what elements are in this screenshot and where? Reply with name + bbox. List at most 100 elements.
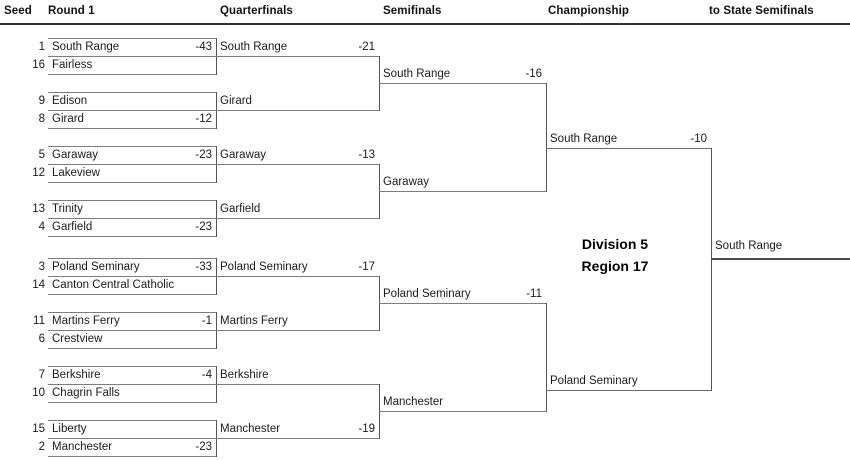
r1-team: Garaway (52, 149, 99, 161)
r1-team: Berkshire (52, 369, 101, 381)
r1-team: Garfield (52, 221, 93, 233)
r1-line-mid-4 (48, 218, 216, 219)
r1-line-mid-2 (48, 110, 216, 111)
column-header-state: to State Semifinals (709, 5, 814, 17)
r1-line-mid-6 (48, 330, 216, 331)
qf-line-2 (216, 110, 379, 111)
qf-team: Berkshire (220, 369, 269, 381)
r1-score: -23 (195, 149, 212, 161)
r1-team: Crestview (52, 333, 103, 345)
qf-line-3 (216, 164, 379, 165)
r1-seed: 10 (32, 387, 45, 399)
r1-score: -23 (195, 441, 212, 453)
r1-line-mid-7 (48, 384, 216, 385)
sf-connector-1 (546, 83, 547, 192)
qf-team: Martins Ferry (220, 315, 288, 327)
qf-line-6 (216, 330, 379, 331)
qf-line-7 (216, 384, 379, 385)
r1-seed: 8 (38, 113, 45, 125)
header-divider-rule (0, 23, 850, 25)
column-header-quarterfinals: Quarterfinals (220, 5, 293, 17)
r1-team: Trinity (52, 203, 83, 215)
sf-team: Garaway (383, 176, 430, 188)
qf-team: South Range (220, 41, 288, 53)
state-winner-team: South Range (715, 240, 783, 252)
r1-line-top-2 (48, 92, 216, 93)
sf-connector-2 (546, 303, 547, 412)
division-label: Division 5 (581, 236, 649, 252)
r1-team: Canton Central Catholic (52, 279, 175, 291)
r1-score: -33 (195, 261, 212, 273)
r1-team: Manchester (52, 441, 113, 453)
qf-team: Garaway (220, 149, 267, 161)
r1-seed: 3 (38, 261, 45, 273)
r1-seed: 6 (38, 333, 45, 345)
r1-seed: 1 (38, 41, 45, 53)
qf-team: Garfield (220, 203, 261, 215)
r1-line-mid-8 (48, 438, 216, 439)
ch-line-1 (546, 148, 711, 149)
column-header-round1: Round 1 (48, 5, 95, 17)
r1-team: Girard (52, 113, 84, 125)
r1-line-mid-5 (48, 276, 216, 277)
qf-line-5 (216, 276, 379, 277)
r1-score: -12 (195, 113, 212, 125)
r1-line-top-1 (48, 38, 216, 39)
r1-seed: 7 (38, 369, 45, 381)
sf-team: Manchester (383, 396, 444, 408)
r1-team: Poland Seminary (52, 261, 140, 273)
r1-line-bot-4 (48, 236, 216, 237)
r1-score: -43 (195, 41, 212, 53)
r1-score: -23 (195, 221, 212, 233)
r1-line-bot-2 (48, 128, 216, 129)
ch-score: -10 (690, 133, 707, 145)
ch-connector (711, 148, 712, 391)
qf-score: -13 (358, 149, 375, 161)
sf-score: -16 (525, 68, 542, 80)
r1-team: Liberty (52, 423, 87, 435)
r1-line-bot-8 (48, 456, 216, 457)
r1-line-bot-5 (48, 294, 216, 295)
sf-line-3 (379, 303, 546, 304)
column-header-semifinals: Semifinals (383, 5, 442, 17)
r1-line-bot-6 (48, 348, 216, 349)
r1-seed: 12 (32, 167, 45, 179)
r1-team: Fairless (52, 59, 93, 71)
r1-line-mid-3 (48, 164, 216, 165)
sf-team: South Range (383, 68, 451, 80)
qf-score: -21 (358, 41, 375, 53)
r1-line-bot-7 (48, 402, 216, 403)
r1-line-top-4 (48, 200, 216, 201)
qf-line-1 (216, 56, 379, 57)
r1-seed: 4 (38, 221, 45, 233)
qf-score: -19 (358, 423, 375, 435)
r1-team: Lakeview (52, 167, 100, 179)
region-label: Region 17 (581, 258, 649, 274)
r1-seed: 5 (38, 149, 45, 161)
column-header-seed: Seed (4, 5, 32, 17)
r1-seed: 14 (32, 279, 45, 291)
state-winner-line (711, 258, 850, 260)
r1-line-top-5 (48, 258, 216, 259)
qf-line-4 (216, 218, 379, 219)
ch-team: Poland Seminary (550, 375, 638, 387)
r1-seed: 2 (38, 441, 45, 453)
ch-line-2 (546, 390, 711, 391)
sf-line-1 (379, 83, 546, 84)
r1-seed: 16 (32, 59, 45, 71)
qf-score: -17 (358, 261, 375, 273)
r1-team: Martins Ferry (52, 315, 120, 327)
r1-line-top-7 (48, 366, 216, 367)
r1-seed: 13 (32, 203, 45, 215)
sf-line-2 (379, 191, 546, 192)
r1-score: -1 (201, 315, 212, 327)
r1-team: Chagrin Falls (52, 387, 120, 399)
sf-team: Poland Seminary (383, 288, 471, 300)
r1-seed: 15 (32, 423, 45, 435)
r1-line-bot-1 (48, 74, 216, 75)
r1-team: South Range (52, 41, 120, 53)
ch-team: South Range (550, 133, 618, 145)
qf-line-8 (216, 438, 379, 439)
qf-team: Poland Seminary (220, 261, 308, 273)
sf-line-4 (379, 411, 546, 412)
